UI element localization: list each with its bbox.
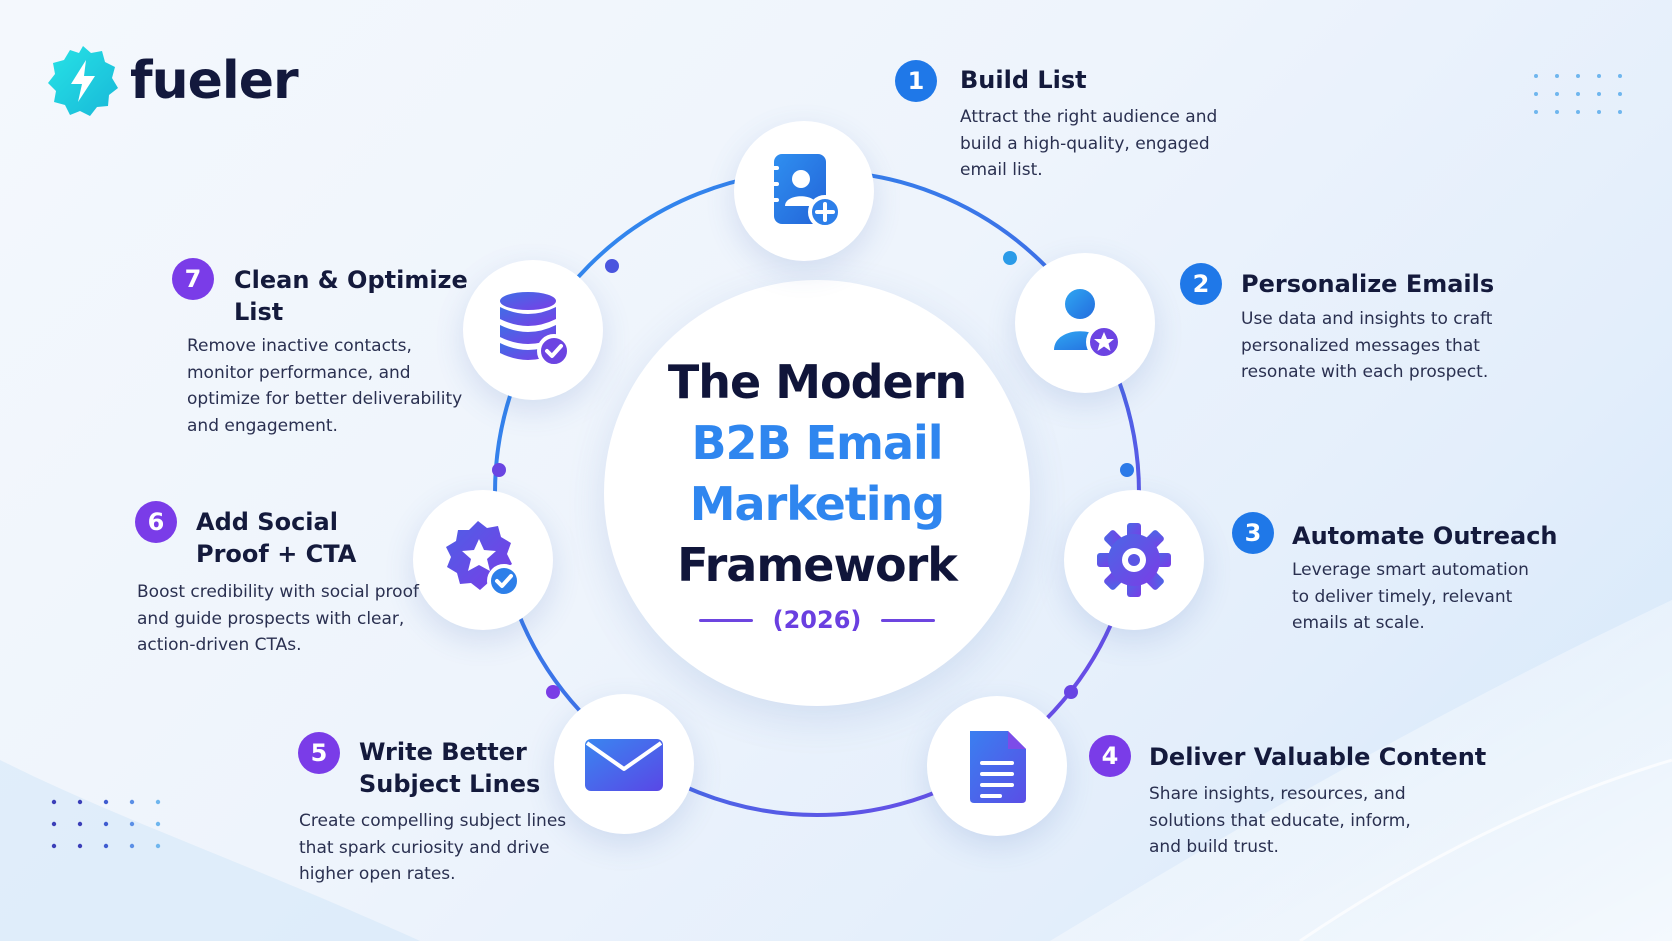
step-description: Leverage smart automation to deliver tim… [1292,557,1529,637]
step-description: Boost credibility with social proof and … [137,579,419,659]
step-title-line: Clean & Optimize [234,266,468,294]
document-icon [970,731,1026,803]
dot-grid-decoration [1534,74,1622,114]
title-line-highlight: Marketing [689,477,945,531]
step-description-line: emails at scale. [1292,613,1425,633]
step-5-icon-circle [554,694,694,834]
framework-title-circle: The Modern B2B Email Marketing Framework… [604,280,1030,706]
database-check-icon [500,292,571,368]
envelope-icon [585,739,663,791]
step-description-line: Share insights, resources, and [1149,784,1406,804]
step-6-icon-circle [413,490,553,630]
year-row: (2026) [698,606,936,634]
dot-grid-decoration [51,799,161,849]
step-2-icon-circle [1015,253,1155,393]
step-title-line: List [234,298,284,326]
step-description-line: Boost credibility with social proof [137,582,419,602]
step-title: Clean & Optimize List [234,264,468,328]
step-description-line: solutions that educate, inform, [1149,810,1411,831]
user-star-icon [1054,289,1122,360]
step-description-line: Attract the right audience and [960,107,1218,127]
step-description-line: Create compelling subject lines [299,811,567,831]
step-title: Build List [960,66,1087,94]
step-description-line: and guide prospects with clear, [137,608,405,629]
step-description: Share insights, resources, and solutions… [1149,781,1411,861]
step-title: Add Social Proof + CTA [196,506,356,570]
step-description-line: and engagement. [187,415,338,436]
step-number-badge: 4 [1089,735,1131,777]
step-4-icon-circle [927,696,1067,836]
step-description-line: that spark curiosity and drive [299,837,550,858]
step-number-badge: 7 [172,258,214,300]
lightning-badge-icon [48,46,118,116]
step-title-line: Subject Lines [359,770,541,798]
step-description-line: Use data and insights to craft [1241,309,1493,329]
step-number-badge: 5 [298,732,340,774]
step-description-line: higher open rates. [299,864,456,884]
step-3-icon-circle [1064,490,1204,630]
step-title-line: Proof + CTA [196,540,357,568]
step-title-line: Write Better [359,738,527,766]
verified-star-badge-icon [446,521,521,598]
step-description-line: Leverage smart automation [1292,560,1529,580]
step-description-line: to deliver timely, relevant [1292,586,1513,607]
title-line: Framework [677,538,958,592]
step-description-line: optimize for better deliverability [187,389,463,409]
year-label: (2026) [772,606,862,634]
step-title: Automate Outreach [1292,522,1558,550]
brand-logo: fueler [46,44,299,118]
step-title: Deliver Valuable Content [1149,743,1487,771]
step-description: Attract the right audience and build a h… [960,104,1217,184]
step-description-line: action-driven CTAs. [137,635,302,655]
step-1-icon-circle [734,121,874,261]
step-number-badge: 2 [1180,263,1222,305]
title-line-highlight: B2B Email [691,416,943,470]
divider [881,618,936,622]
step-7-icon-circle [463,260,603,400]
divider [698,618,753,622]
brand-name: fueler [130,51,299,111]
gear-icon [1097,523,1171,597]
step-description: Remove inactive contacts, monitor perfor… [187,333,462,439]
step-title-line: Add Social [196,508,338,536]
step-number-badge: 6 [135,501,177,543]
step-description-line: personalized messages that [1241,335,1480,356]
step-number-badge: 1 [895,60,937,102]
step-description: Create compelling subject lines that spa… [299,808,566,888]
title-line: The Modern [667,355,967,409]
contact-book-add-icon [769,154,842,229]
step-number-badge: 3 [1232,512,1274,554]
step-description-line: build a high-quality, engaged [960,133,1210,154]
step-title: Write Better Subject Lines [359,736,540,800]
step-description-line: monitor performance, and [187,362,411,383]
step-description-line: resonate with each prospect. [1241,362,1489,382]
step-description-line: and build trust. [1149,837,1279,857]
step-description-line: email list. [960,160,1043,180]
step-title: Personalize Emails [1241,270,1495,298]
step-description: Use data and insights to craft personali… [1241,306,1492,386]
step-description-line: Remove inactive contacts, [187,336,412,356]
